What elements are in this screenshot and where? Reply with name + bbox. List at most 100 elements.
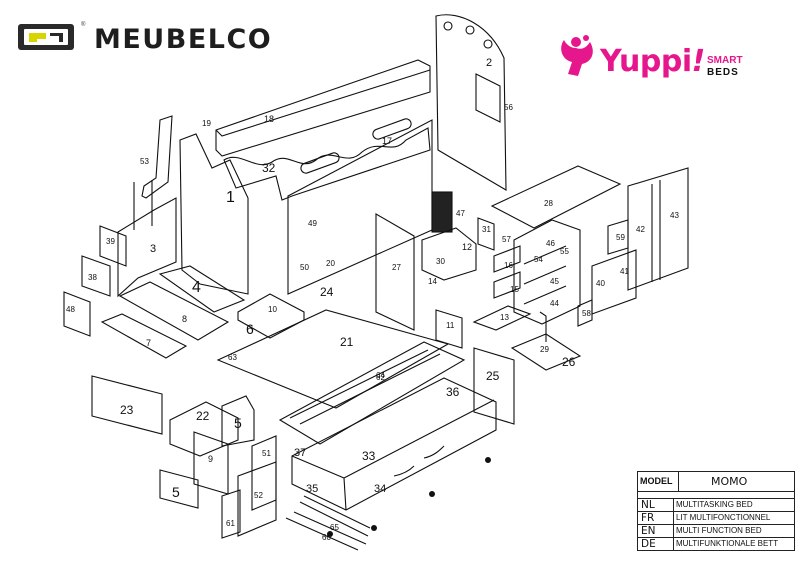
- part-panel-59: [607, 219, 629, 255]
- lang-code: EN: [638, 525, 674, 537]
- label-23: 23: [120, 403, 134, 417]
- part-board-13: [472, 305, 532, 331]
- registered-mark: ®: [81, 22, 86, 28]
- label-46: 46: [546, 239, 555, 248]
- label-26: 26: [562, 355, 576, 369]
- label-15: 15: [510, 285, 519, 294]
- label-32: 32: [262, 161, 276, 175]
- label-20: 20: [326, 259, 335, 268]
- label-34: 34: [374, 483, 386, 495]
- part-panel-5a: [221, 395, 255, 447]
- yuppi-beds: BEDS: [707, 67, 739, 78]
- part-wavy-guard: [223, 127, 431, 201]
- label-14: 14: [428, 277, 437, 286]
- label-60: 60: [322, 533, 331, 542]
- part-end-panel: [179, 133, 249, 295]
- lang-text: LIT MULTIFONCTIONNEL: [676, 513, 771, 522]
- model-row: MODEL MOMO: [638, 472, 794, 492]
- part-cabinet: [513, 219, 581, 325]
- label-63: 63: [228, 353, 237, 362]
- yuppi-wordmark: Yuppi!: [600, 44, 705, 79]
- part-panel-40: [591, 249, 637, 315]
- label-62: 62: [376, 373, 385, 382]
- part-top-rail: [215, 59, 431, 157]
- label-3: 3: [150, 243, 156, 255]
- label-5a: 5: [234, 415, 242, 431]
- label-51: 51: [262, 449, 271, 458]
- part-mesh-panel: [431, 191, 453, 233]
- lang-row-de: DE MULTIFUNKTIONALE BETT: [638, 538, 794, 550]
- label-50: 50: [300, 263, 309, 272]
- label-8: 8: [182, 314, 187, 324]
- label-65: 65: [330, 523, 339, 532]
- label-41: 41: [620, 267, 629, 276]
- label-59: 59: [616, 233, 625, 242]
- label-61: 61: [226, 519, 235, 528]
- part-divider-27: [375, 213, 415, 331]
- label-47: 47: [456, 209, 465, 218]
- meubelco-logo-icon: [18, 24, 74, 50]
- part-rails: [285, 495, 371, 551]
- label-13: 13: [500, 313, 509, 322]
- screws: [327, 457, 491, 537]
- part-drawer-frame: [278, 341, 466, 445]
- label-33: 33: [362, 449, 376, 463]
- label-39: 39: [106, 237, 115, 246]
- label-36: 36: [446, 385, 460, 399]
- part-panel-61: [221, 489, 241, 539]
- label-52: 52: [254, 491, 263, 500]
- part-box-12: [421, 227, 477, 281]
- lang-code: FR: [638, 512, 674, 524]
- lang-text: MULTI FUNCTION BED: [676, 526, 762, 535]
- label-6: 6: [246, 321, 254, 337]
- part-panel-25: [473, 347, 515, 425]
- label-17: 17: [382, 136, 392, 146]
- part-panel-52: [237, 461, 277, 537]
- label-7: 7: [146, 338, 151, 348]
- lang-code: NL: [638, 499, 674, 511]
- labels: 1 2 3 4 5 5 6 7 8 9 10 11 12 13 14 15 16…: [66, 57, 679, 542]
- label-27: 27: [392, 263, 401, 272]
- yuppi-smart: SMART: [707, 55, 743, 66]
- lang-text: MULTIFUNKTIONALE BETT: [676, 539, 779, 548]
- label-43: 43: [670, 211, 679, 220]
- part-panel-38: [81, 255, 111, 297]
- lang-text: MULTITASKING BED: [676, 500, 753, 509]
- label-54: 54: [534, 255, 543, 264]
- part-slat-4: [158, 265, 246, 313]
- part-panel-58: [577, 299, 593, 327]
- label-19: 19: [202, 119, 211, 128]
- brand-name: MEUBELCO: [94, 24, 273, 55]
- label-24: 24: [320, 285, 334, 299]
- label-57: 57: [502, 235, 511, 244]
- part-shelf-28: [490, 165, 622, 229]
- lang-row-nl: NL MULTITASKING BED: [638, 499, 794, 512]
- part-panel-5b: [159, 469, 199, 509]
- model-value: MOMO: [711, 475, 748, 488]
- part-panel-11: [435, 309, 463, 349]
- label-44: 44: [550, 299, 559, 308]
- label-64: 64: [376, 371, 385, 380]
- label-18: 18: [264, 114, 274, 124]
- label-9: 9: [208, 454, 213, 464]
- label-4: 4: [192, 279, 201, 296]
- part-drawer: [291, 377, 497, 511]
- part-panel-48: [63, 291, 91, 337]
- label-56: 56: [504, 103, 513, 112]
- label-40: 40: [596, 279, 605, 288]
- label-10: 10: [268, 305, 277, 314]
- part-wardrobe: [627, 167, 689, 291]
- part-board-8: [118, 281, 230, 341]
- lang-row-fr: FR LIT MULTIFONCTIONNEL: [638, 512, 794, 525]
- part-step-3: [117, 197, 177, 298]
- part-panel-22: [169, 401, 239, 457]
- label-1: 1: [226, 189, 235, 206]
- part-panel-26: [510, 333, 582, 371]
- label-2: 2: [486, 57, 492, 69]
- label-45: 45: [550, 277, 559, 286]
- part-side-wall: [435, 14, 507, 191]
- label-55: 55: [560, 247, 569, 256]
